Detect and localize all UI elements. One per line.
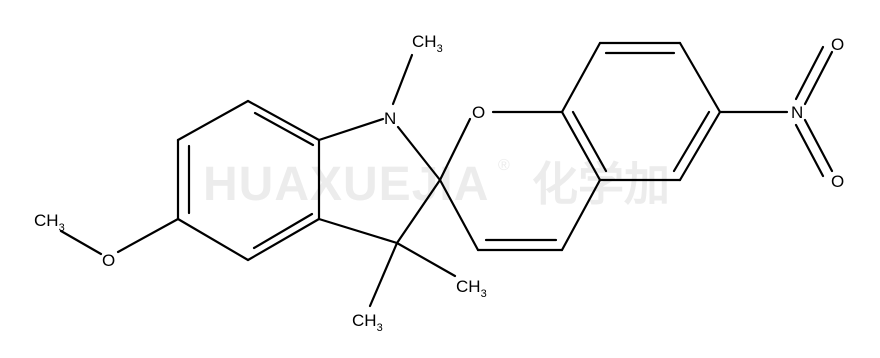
bond [317,117,385,142]
bond [176,217,250,262]
watermark-text: HUAXUEJIA [203,158,489,211]
bond [803,118,834,173]
bond-inner [252,212,314,250]
atom-o-methoxy: O [102,251,115,270]
bond [438,178,480,252]
bond-inner [672,110,711,173]
bond [395,241,457,278]
bond [368,241,399,308]
bond [246,99,321,142]
bond [116,217,180,254]
bond [678,110,722,182]
watermark-registered: ® [498,157,510,174]
bond [678,41,722,114]
bond [176,99,250,142]
bond [560,178,602,252]
atom-o-ring: O [472,103,485,122]
bond-inner [571,110,608,173]
atom-nitro-o-bottom: O [831,172,844,191]
bonds [59,41,834,308]
bond [59,229,103,256]
bond [246,217,321,262]
atom-ch3-gem2: CH3 [352,311,383,334]
watermark: HUAXUEJIA ® 化学加 [203,157,670,211]
atom-n: N [384,109,396,128]
atom-ch3-gem1: CH3 [456,277,487,300]
atom-nitro-o-top: O [831,35,844,54]
atom-nitro-n: N [791,103,803,122]
bond [803,50,834,106]
bond-inner [253,111,315,147]
bond [560,110,602,182]
bond [391,53,414,106]
bond [560,41,602,114]
bond [317,217,399,245]
atom-ch3-n: CH3 [412,32,443,55]
bond [396,125,442,182]
watermark-chinese: 化学加 [532,157,670,211]
bond [438,117,472,182]
bond [395,178,442,245]
atom-ch3-methoxy: CH3 [34,211,65,234]
bond [794,123,825,178]
bond [794,45,825,101]
atom-labels: CH3 N O N O O CH3 O CH3 CH3 [34,32,844,334]
